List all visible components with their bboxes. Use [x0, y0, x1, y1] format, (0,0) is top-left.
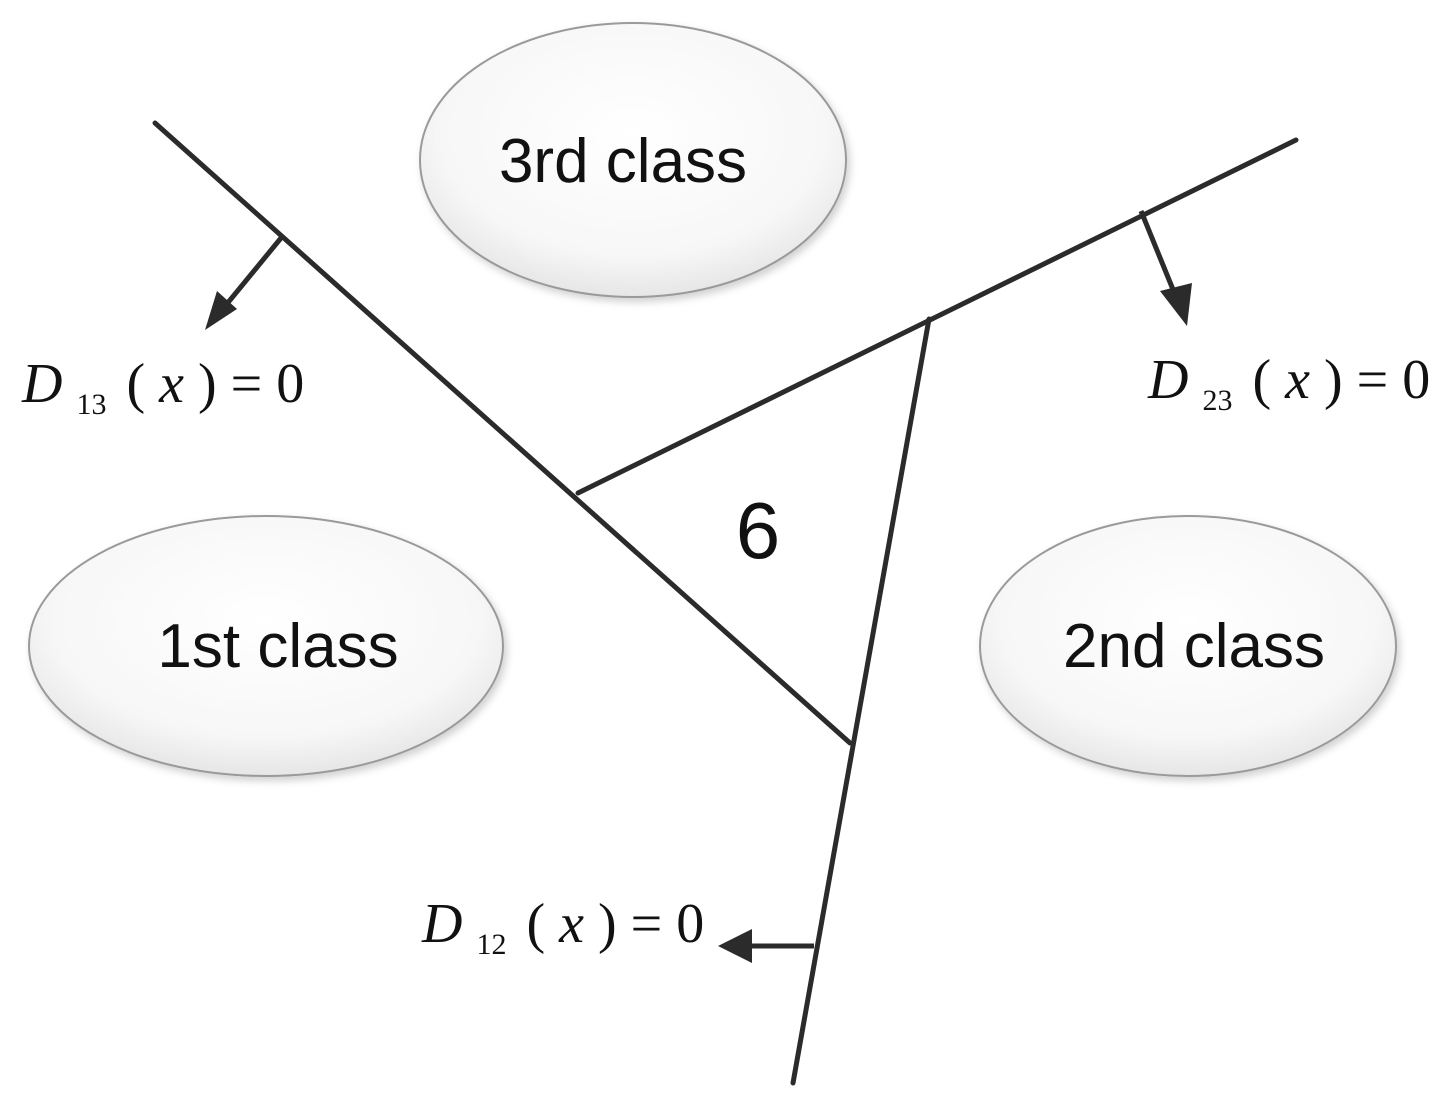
d12-var: x: [558, 893, 584, 955]
boundary-d13-arrow-shaft: [224, 236, 283, 307]
first-class-ellipse: [28, 515, 504, 777]
d13-open: (: [126, 353, 145, 415]
d13-var: x: [158, 353, 184, 415]
d12-equation: D 12 ( x ) = 0: [421, 893, 704, 967]
d23-close: ) = 0: [1324, 349, 1430, 411]
d12-subscript: 12: [476, 928, 506, 961]
first-class-label: 1st class: [157, 612, 398, 681]
d13-equation: D 13 ( x ) = 0: [21, 353, 304, 427]
d13-close: ) = 0: [198, 353, 304, 415]
boundary-d12-line: [790, 316, 932, 1086]
d23-letter: D: [1147, 349, 1188, 411]
boundary-d12-arrow-head: [718, 929, 752, 963]
region-6-label: 6: [736, 486, 781, 575]
d23-var: x: [1284, 349, 1310, 411]
second-class-ellipse: [979, 515, 1397, 777]
first-class-region: 1st class: [28, 515, 504, 777]
d12-close: ) = 0: [598, 893, 704, 955]
boundary-d23-arrow-head: [1160, 283, 1192, 326]
boundary-d23-line: [575, 137, 1299, 496]
second-class-label: 2nd class: [1063, 612, 1325, 681]
d13-subscript: 13: [76, 388, 106, 421]
third-class-label: 3rd class: [499, 127, 747, 196]
boundary-d13: [152, 120, 853, 746]
boundary-d23-arrow-shaft: [1138, 210, 1177, 293]
boundary-d12: [718, 316, 932, 1086]
third-class-region: 3rd class: [419, 22, 847, 298]
d23-equation: D 23 ( x ) = 0: [1147, 349, 1430, 423]
boundary-d23: [575, 137, 1299, 496]
d13-letter: D: [21, 353, 62, 415]
boundary-d13-arrow-head: [205, 291, 237, 330]
d23-open: (: [1252, 349, 1271, 411]
boundary-d13-line: [152, 120, 853, 746]
d12-letter: D: [421, 893, 462, 955]
d12-open: (: [526, 893, 545, 955]
d23-subscript: 23: [1202, 384, 1232, 417]
second-class-region: 2nd class: [979, 515, 1397, 777]
third-class-ellipse: [419, 22, 847, 298]
